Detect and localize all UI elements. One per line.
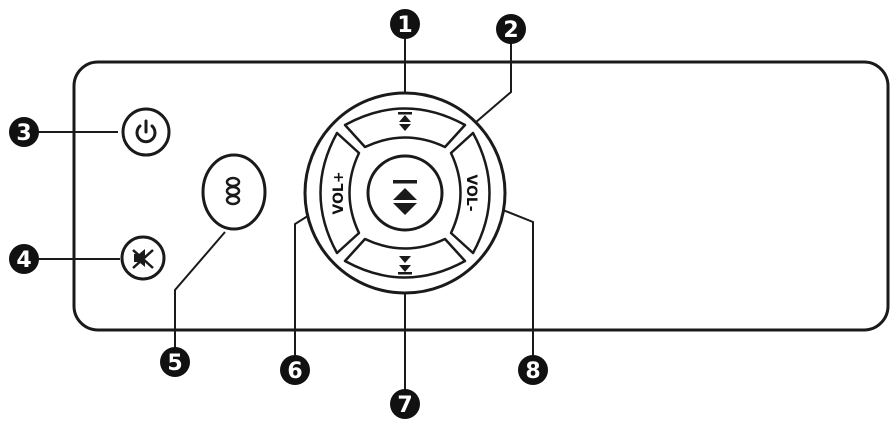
volume-down-label: VOL- xyxy=(463,174,479,211)
previous-track-icon xyxy=(398,112,412,131)
play-pause-icon xyxy=(393,180,417,215)
volume-up-label: VOL+ xyxy=(331,171,347,214)
volume-up-button[interactable]: VOL+ xyxy=(319,131,361,255)
callout-6-label: 6 xyxy=(287,359,302,384)
cycle-icon xyxy=(225,176,241,206)
callout-3-label: 3 xyxy=(16,121,31,146)
callout-5-label: 5 xyxy=(167,351,182,376)
callout-4: 4 xyxy=(9,244,39,274)
leader-line-5 xyxy=(174,231,226,348)
power-icon xyxy=(135,119,157,144)
callout-4-label: 4 xyxy=(16,248,31,273)
previous-track-button[interactable] xyxy=(343,107,467,149)
volume-down-button[interactable]: VOL- xyxy=(449,131,491,255)
callout-8: 8 xyxy=(518,355,548,385)
play-pause-button[interactable] xyxy=(366,154,444,232)
power-button[interactable] xyxy=(121,107,171,157)
callout-3: 3 xyxy=(9,117,39,147)
callout-5: 5 xyxy=(160,347,190,377)
mute-icon xyxy=(132,249,154,269)
callout-1: 1 xyxy=(390,9,420,39)
next-track-button[interactable] xyxy=(343,237,467,279)
callout-1-label: 1 xyxy=(397,13,412,38)
mute-button[interactable] xyxy=(120,235,166,281)
callout-2: 2 xyxy=(496,14,526,44)
callout-6: 6 xyxy=(280,355,310,385)
callout-2-label: 2 xyxy=(503,18,518,43)
callout-7: 7 xyxy=(390,389,420,419)
callout-8-label: 8 xyxy=(525,359,540,384)
callout-7-label: 7 xyxy=(397,393,412,418)
next-track-icon xyxy=(398,256,412,275)
cycle-button[interactable] xyxy=(201,153,267,231)
